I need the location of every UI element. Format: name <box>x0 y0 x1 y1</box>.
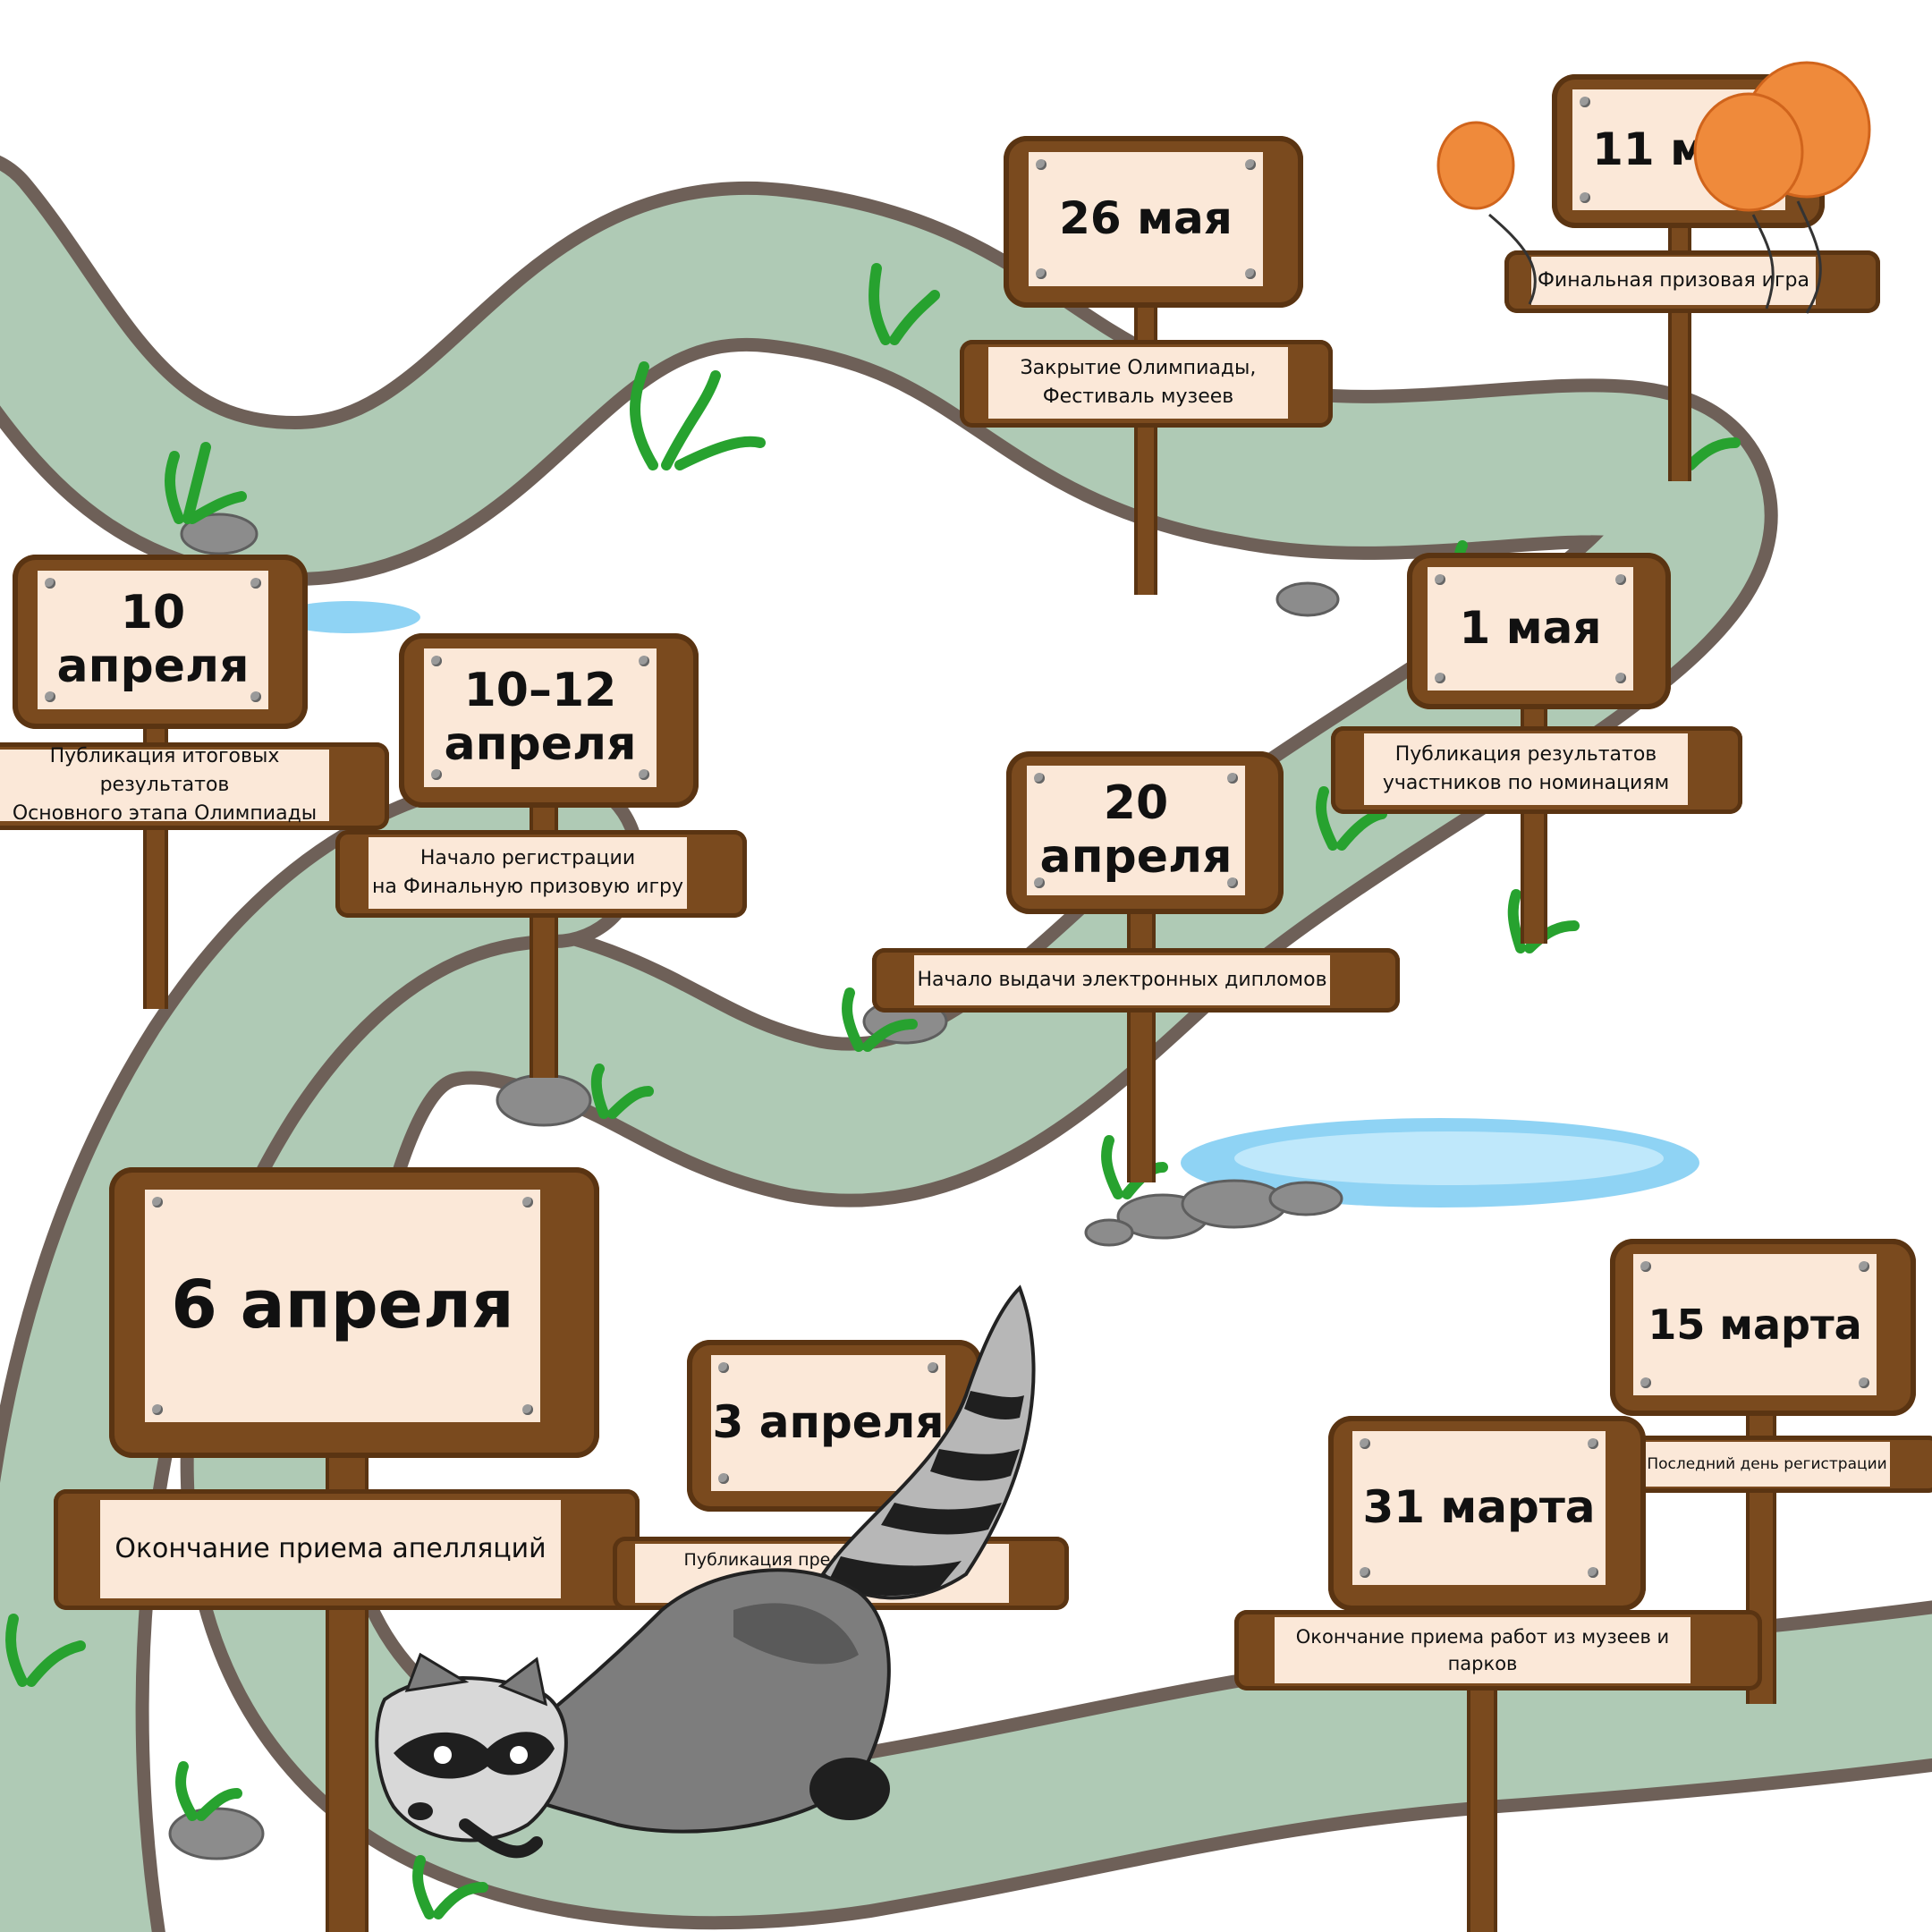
nail-icon <box>1245 268 1256 279</box>
nail-icon <box>152 1404 163 1415</box>
nail-icon <box>1615 574 1626 585</box>
caption-text: Окончание приема апелляций <box>100 1500 561 1598</box>
nail-icon <box>1360 1438 1370 1449</box>
date-text: 31 марта <box>1362 1481 1596 1534</box>
nail-icon <box>1767 192 1778 203</box>
caption-text: Начало регистрации на Финальную призовую… <box>369 837 687 909</box>
date-plate: 10 апреля <box>38 571 268 709</box>
caption-text: Публикация результатов участников по ном… <box>1364 733 1688 805</box>
nail-icon <box>152 1197 163 1208</box>
nail-icon <box>928 1362 938 1373</box>
nail-icon <box>522 1404 533 1415</box>
sign-post <box>1467 1682 1497 1932</box>
sign-post <box>1127 903 1156 1182</box>
nail-icon <box>1034 877 1045 888</box>
nail-icon <box>1034 773 1045 784</box>
nail-icon <box>1036 268 1046 279</box>
date-plate: 3 апреля <box>711 1355 945 1491</box>
nail-icon <box>1435 574 1445 585</box>
caption-text: Закрытие Олимпиады, Фестиваль музеев <box>988 347 1288 419</box>
nail-icon <box>1227 877 1238 888</box>
nail-icon <box>1245 159 1256 170</box>
date-plate: 6 апреля <box>145 1190 540 1422</box>
date-plate: 31 марта <box>1352 1431 1606 1585</box>
nail-icon <box>250 691 261 702</box>
nail-icon <box>1036 159 1046 170</box>
date-plate: 11 мая <box>1572 89 1785 210</box>
nail-icon <box>431 656 442 666</box>
date-text: 26 мая <box>1059 192 1233 245</box>
date-text: 10 апреля <box>56 585 250 693</box>
nail-icon <box>431 769 442 780</box>
date-plate: 1 мая <box>1428 567 1633 691</box>
nail-icon <box>45 691 55 702</box>
puddle-left <box>277 601 420 633</box>
date-text: 15 марта <box>1648 1300 1862 1349</box>
nail-icon <box>1580 97 1590 107</box>
nail-icon <box>1615 673 1626 683</box>
date-plate: 20 апреля <box>1027 766 1245 895</box>
nail-icon <box>1859 1261 1869 1272</box>
date-plate: 15 марта <box>1633 1254 1877 1395</box>
caption-text: Публикация предварительных результатов <box>635 1544 1009 1603</box>
nail-icon <box>718 1362 729 1373</box>
caption-text: Последний день регистрации <box>1644 1442 1890 1487</box>
caption-text: Начало выдачи электронных дипломов <box>914 955 1330 1005</box>
caption-text: Публикация итоговых результатов Основног… <box>0 745 329 825</box>
date-text: 1 мая <box>1459 602 1602 655</box>
rocks <box>168 513 1343 1860</box>
date-text: 10–12 апреля <box>444 663 637 771</box>
nail-icon <box>639 656 649 666</box>
nail-icon <box>45 578 55 589</box>
date-text: 20 апреля <box>1039 775 1233 884</box>
nail-icon <box>250 578 261 589</box>
date-plate: 10–12 апреля <box>424 648 657 787</box>
nail-icon <box>718 1473 729 1484</box>
caption-text: Окончание приема работ из музеев и парко… <box>1275 1617 1690 1683</box>
nail-icon <box>639 769 649 780</box>
date-plate: 26 мая <box>1029 152 1263 286</box>
caption-text: Финальная призовая игра <box>1531 257 1816 305</box>
nail-icon <box>1360 1567 1370 1578</box>
nail-icon <box>1640 1261 1651 1272</box>
nail-icon <box>928 1473 938 1484</box>
puddle-right-highlight <box>1234 1131 1664 1185</box>
nail-icon <box>1588 1567 1598 1578</box>
nail-icon <box>1580 192 1590 203</box>
nail-icon <box>1588 1438 1598 1449</box>
nail-icon <box>1435 673 1445 683</box>
nail-icon <box>1227 773 1238 784</box>
date-text: 3 апреля <box>712 1396 945 1449</box>
date-text: 11 мая <box>1592 123 1766 175</box>
nail-icon <box>522 1197 533 1208</box>
nail-icon <box>1767 97 1778 107</box>
nail-icon <box>1640 1377 1651 1388</box>
date-text: 6 апреля <box>171 1267 514 1344</box>
nail-icon <box>1859 1377 1869 1388</box>
